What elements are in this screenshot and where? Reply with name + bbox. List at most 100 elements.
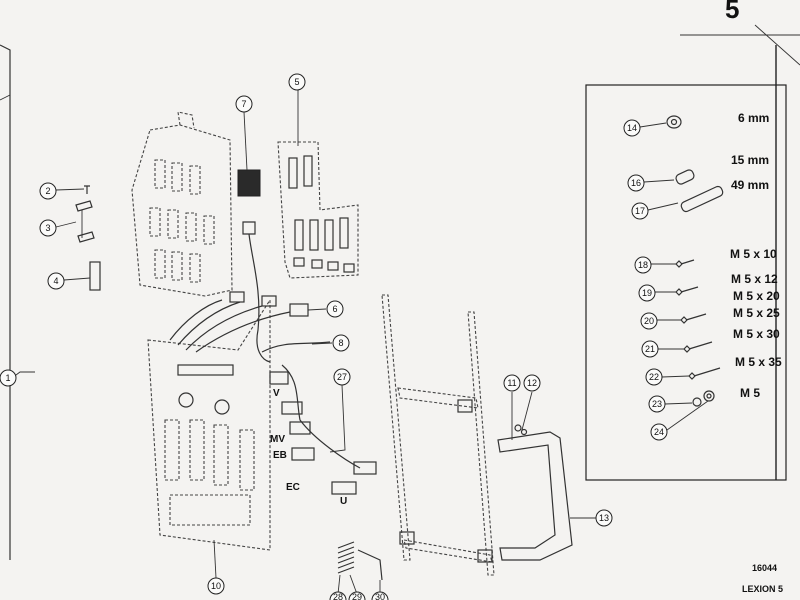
callout-13: 13: [595, 509, 613, 527]
callout-17: 17: [631, 202, 649, 220]
legend-size-19: M 5 x 12: [731, 272, 778, 286]
legend-size-23: M 5: [740, 386, 760, 400]
svg-text:7: 7: [241, 99, 246, 109]
callout-21: 21: [641, 340, 659, 358]
svg-text:29: 29: [352, 592, 362, 600]
drawing-code: 16044: [752, 563, 777, 573]
leader-2: [55, 188, 85, 191]
svg-text:30: 30: [375, 592, 385, 600]
legend-size-14: 6 mm: [738, 111, 769, 125]
bracket-13: [497, 431, 573, 561]
svg-text:10: 10: [211, 581, 221, 591]
relay-board-sockets: [288, 155, 355, 273]
leader-10: [213, 539, 217, 579]
svg-text:27: 27: [337, 372, 347, 382]
leader-29: [349, 574, 358, 595]
svg-text:21: 21: [645, 344, 655, 354]
leader-8: [311, 342, 333, 345]
callout-6: 6: [326, 300, 344, 318]
svg-text:18: 18: [638, 260, 648, 270]
model-label: LEXION 5: [742, 584, 783, 594]
connector-label-eb: EB: [273, 450, 287, 461]
connector-label-ec: EC: [286, 482, 300, 493]
relay-wire: [248, 233, 271, 363]
svg-text:11: 11: [507, 378, 516, 388]
callout-14: 14: [623, 119, 641, 137]
nut-14-icon: [666, 115, 682, 129]
svg-text:13: 13: [599, 513, 609, 523]
frame-tick: [0, 94, 11, 101]
svg-text:8: 8: [338, 338, 343, 348]
callout-11: 11: [503, 374, 521, 392]
callout-7: 7: [235, 95, 253, 113]
pin-30: [357, 549, 383, 581]
svg-text:12: 12: [527, 378, 537, 388]
frame-left-bracket: [0, 44, 11, 560]
svg-text:3: 3: [45, 223, 50, 233]
callout-4: 4: [47, 272, 65, 290]
connector-label-v: V: [273, 388, 280, 399]
callout-2: 2: [39, 182, 57, 200]
callout-12: 12: [523, 374, 541, 392]
leader-6: [307, 308, 327, 311]
callout-28: 28: [329, 591, 347, 600]
relay-socket: [242, 221, 256, 235]
callout-30: 30: [371, 591, 389, 600]
svg-text:4: 4: [53, 276, 58, 286]
legend-size-17: 49 mm: [731, 178, 769, 192]
leader-4: [63, 277, 91, 281]
callout-22: 22: [645, 368, 663, 386]
housing-cage: [131, 124, 233, 297]
svg-text:23: 23: [652, 399, 662, 409]
leader-12: [521, 391, 533, 431]
callout-29: 29: [348, 591, 366, 600]
relay-7: [237, 169, 261, 197]
svg-text:24: 24: [654, 427, 664, 437]
leader-7: [243, 111, 248, 171]
hardware-legend-box: [585, 84, 787, 481]
svg-text:22: 22: [649, 372, 659, 382]
callout-16: 16: [627, 174, 645, 192]
clip-4: [89, 261, 101, 291]
washer-23-icon: [692, 397, 702, 407]
spacer-16-icon: [675, 169, 695, 185]
circuit-board-10: [147, 298, 271, 551]
clips-3: [75, 200, 95, 243]
spring-28: [337, 541, 355, 574]
callout-5: 5: [288, 73, 306, 91]
page-number: 5: [725, 0, 739, 24]
spacer-17-icon: [680, 185, 724, 213]
callout-18: 18: [634, 256, 652, 274]
leader-3: [55, 221, 77, 228]
housing-slots: [149, 159, 215, 283]
legend-size-16: 15 mm: [731, 153, 769, 167]
screw-icons: [675, 259, 721, 380]
callout-20: 20: [640, 312, 658, 330]
svg-text:19: 19: [642, 288, 652, 298]
callout-3: 3: [39, 219, 57, 237]
callout-24: 24: [650, 423, 668, 441]
mounting-frame-13: [381, 294, 495, 576]
legend-size-22: M 5 x 35: [735, 355, 782, 369]
legend-size-19b: M 5 x 20: [733, 289, 780, 303]
callout-8: 8: [332, 334, 350, 352]
relay-board-5: [277, 141, 359, 279]
nut-12-icon: [520, 428, 528, 436]
legend-leaders: [639, 122, 709, 431]
wire-harness: [169, 291, 309, 353]
svg-text:16: 16: [631, 178, 641, 188]
board-components: [164, 364, 255, 526]
legend-size-21: M 5 x 30: [733, 327, 780, 341]
washer-11-icon: [514, 424, 522, 432]
nut-14-hole: [670, 118, 678, 126]
callout-1: 1: [0, 369, 17, 387]
svg-text:1: 1: [5, 373, 10, 383]
svg-text:2: 2: [45, 186, 50, 196]
callout-10: 10: [207, 577, 225, 595]
svg-text:17: 17: [635, 206, 645, 216]
svg-text:14: 14: [627, 123, 637, 133]
connector-harness: [261, 341, 377, 495]
legend-size-20: M 5 x 25: [733, 306, 780, 320]
washer-24-icon: [703, 390, 715, 402]
